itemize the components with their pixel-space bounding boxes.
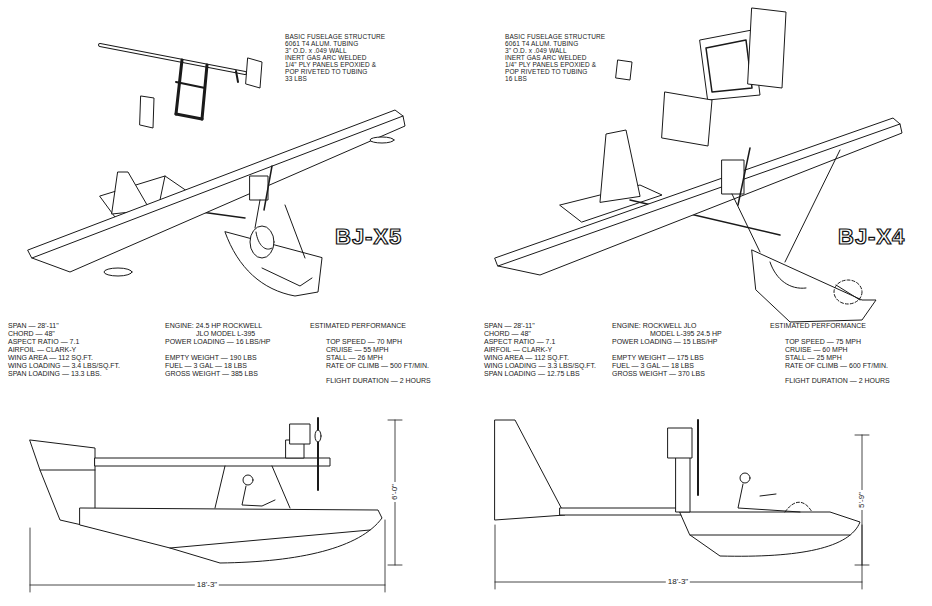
spec-text: SPAN — 28'-11" bbox=[8, 322, 59, 329]
tube-structure bbox=[616, 8, 786, 146]
spec-heading: ESTIMATED PERFORMANCE bbox=[770, 322, 866, 329]
note-text: POP RIVETED TO TUBING bbox=[285, 69, 368, 76]
dimension-text: 18'-3" bbox=[195, 580, 219, 590]
spec-text: AIRFOIL — CLARK-Y bbox=[484, 346, 552, 353]
spec-text: MODEL L-395 24.5 HP bbox=[650, 330, 722, 337]
note-text: 3" O.D. x .049 WALL bbox=[285, 48, 347, 55]
spec-text: EMPTY WEIGHT — 175 LBS bbox=[612, 354, 704, 361]
spec-text: GROSS WEIGHT — 385 LBS bbox=[165, 370, 258, 377]
note-text: 33 LBS bbox=[285, 76, 307, 83]
spec-text: ENGINE: 24.5 HP ROCKWELL bbox=[165, 322, 262, 329]
note-text: INERT GAS ARC WELDED bbox=[285, 55, 367, 62]
spec-text: GROSS WEIGHT — 370 LBS bbox=[612, 370, 705, 377]
spec-text: EMPTY WEIGHT — 190 LBS bbox=[165, 354, 257, 361]
note-text: 6061 T4 ALUM. TUBING bbox=[505, 41, 578, 48]
spec-text: CRUISE — 60 MPH bbox=[785, 346, 848, 353]
spec-text: WING LOADING — 3.3 LBS/SQ.FT. bbox=[484, 362, 596, 369]
note-text: BASIC FUSELAGE STRUCTURE bbox=[505, 34, 605, 41]
note-text: POP RIVETED TO TUBING bbox=[505, 69, 588, 76]
spec-text: SPAN LOADING — 13.3 LBS. bbox=[8, 370, 102, 377]
spec-text: ENGINE: ROCKWELL JLO bbox=[612, 322, 697, 329]
spec-text: CHORD — 48" bbox=[484, 330, 531, 337]
spec-text: WING LOADING — 3.4 LBS/SQ.FT. bbox=[8, 362, 120, 369]
spec-text: CRUISE — 55 MPH bbox=[326, 346, 389, 353]
spec-text: RATE OF CLIMB — 600 FT/MIN. bbox=[785, 362, 888, 369]
model-name: BJ-X5 bbox=[335, 226, 402, 248]
spec-text: STALL — 26 MPH bbox=[326, 354, 383, 361]
tube-structure bbox=[100, 45, 262, 128]
note-text: 3" O.D. x .049 WALL bbox=[505, 48, 567, 55]
spec-text: ASPECT RATIO — 7.1 bbox=[484, 338, 555, 345]
spec-text: AIRFOIL — CLARK-Y bbox=[8, 346, 76, 353]
spec-text: ASPECT RATIO — 7.1 bbox=[8, 338, 79, 345]
spec-text: POWER LOADING — 16 LBS/HP bbox=[165, 338, 270, 345]
bj-x4-perspective bbox=[495, 118, 902, 322]
spec-text: WING AREA — 112 SQ.FT. bbox=[8, 354, 93, 361]
dimension-lines bbox=[30, 420, 869, 592]
spec-heading: ESTIMATED PERFORMANCE bbox=[310, 322, 406, 329]
spec-text: FUEL — 3 GAL — 18 LBS bbox=[165, 362, 247, 369]
note-text: 16 LBS bbox=[505, 76, 527, 83]
spec-text: FLIGHT DURATION — 2 HOURS bbox=[326, 377, 431, 384]
note-text: 6061 T4 ALUM. TUBING bbox=[285, 41, 358, 48]
spec-text: WING AREA — 112 SQ.FT. bbox=[484, 354, 569, 361]
spec-text: SPAN LOADING — 12.75 LBS bbox=[484, 370, 580, 377]
dimension-text: 5'-9" bbox=[857, 490, 867, 510]
note-text: 1/4" PLY PANELS EPOXIED & bbox=[285, 62, 376, 69]
spec-text: JLO MODEL L-395 bbox=[196, 330, 255, 337]
spec-text: CHORD — 48" bbox=[8, 330, 55, 337]
dimension-text: 18'-3" bbox=[666, 577, 690, 587]
spec-text: FLIGHT DURATION — 2 HOURS bbox=[785, 377, 890, 384]
bj-x5-side-view bbox=[30, 418, 382, 563]
bj-x4-side-view bbox=[495, 420, 860, 556]
spec-text: POWER LOADING — 15 LBS/HP bbox=[612, 338, 717, 345]
spec-text: FUEL — 3 GAL — 18 LBS bbox=[612, 362, 694, 369]
note-text: BASIC FUSELAGE STRUCTURE bbox=[285, 34, 385, 41]
bj-x5-perspective bbox=[28, 110, 405, 296]
dimension-text: 6'-0" bbox=[390, 482, 400, 502]
spec-text: STALL — 25 MPH bbox=[785, 354, 842, 361]
note-text: INERT GAS ARC WELDED bbox=[505, 55, 587, 62]
model-name: BJ-X4 bbox=[838, 226, 905, 248]
spec-text: RATE OF CLIMB — 500 FT/MIN. bbox=[326, 362, 429, 369]
spec-text: SPAN — 28'-11" bbox=[484, 322, 535, 329]
spec-text: TOP SPEED — 70 MPH bbox=[326, 338, 402, 345]
spec-text: TOP SPEED — 75 MPH bbox=[785, 338, 861, 345]
note-text: 1/4" PLY PANELS EPOXIED & bbox=[505, 62, 596, 69]
